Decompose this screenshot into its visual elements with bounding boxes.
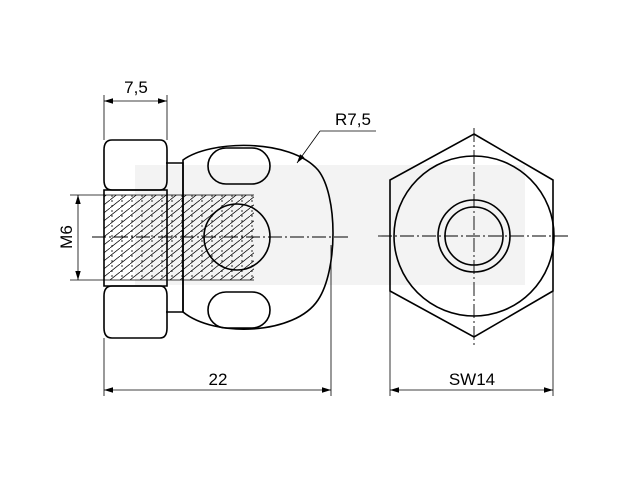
lower-cross-hole xyxy=(207,291,271,329)
dim-overall-length: 22 xyxy=(103,245,332,396)
dim-overall-length-label: 22 xyxy=(209,370,228,389)
dim-head-width-label: 7,5 xyxy=(124,78,148,97)
dim-radius-label: R7,5 xyxy=(335,110,371,129)
dim-radius: R7,5 xyxy=(296,110,376,164)
side-view: 7,5 R7,5 M6 22 xyxy=(57,78,376,396)
dim-head-width: 7,5 xyxy=(103,78,168,140)
upper-cross-hole xyxy=(207,147,271,185)
dim-thread: M6 xyxy=(57,194,104,281)
front-view: SW14 xyxy=(378,128,570,396)
dim-across-flats: SW14 xyxy=(389,291,554,396)
ball-body xyxy=(182,144,334,330)
thread-region xyxy=(104,194,254,281)
dim-thread-label: M6 xyxy=(57,225,76,249)
dim-across-flats-label: SW14 xyxy=(449,370,495,389)
